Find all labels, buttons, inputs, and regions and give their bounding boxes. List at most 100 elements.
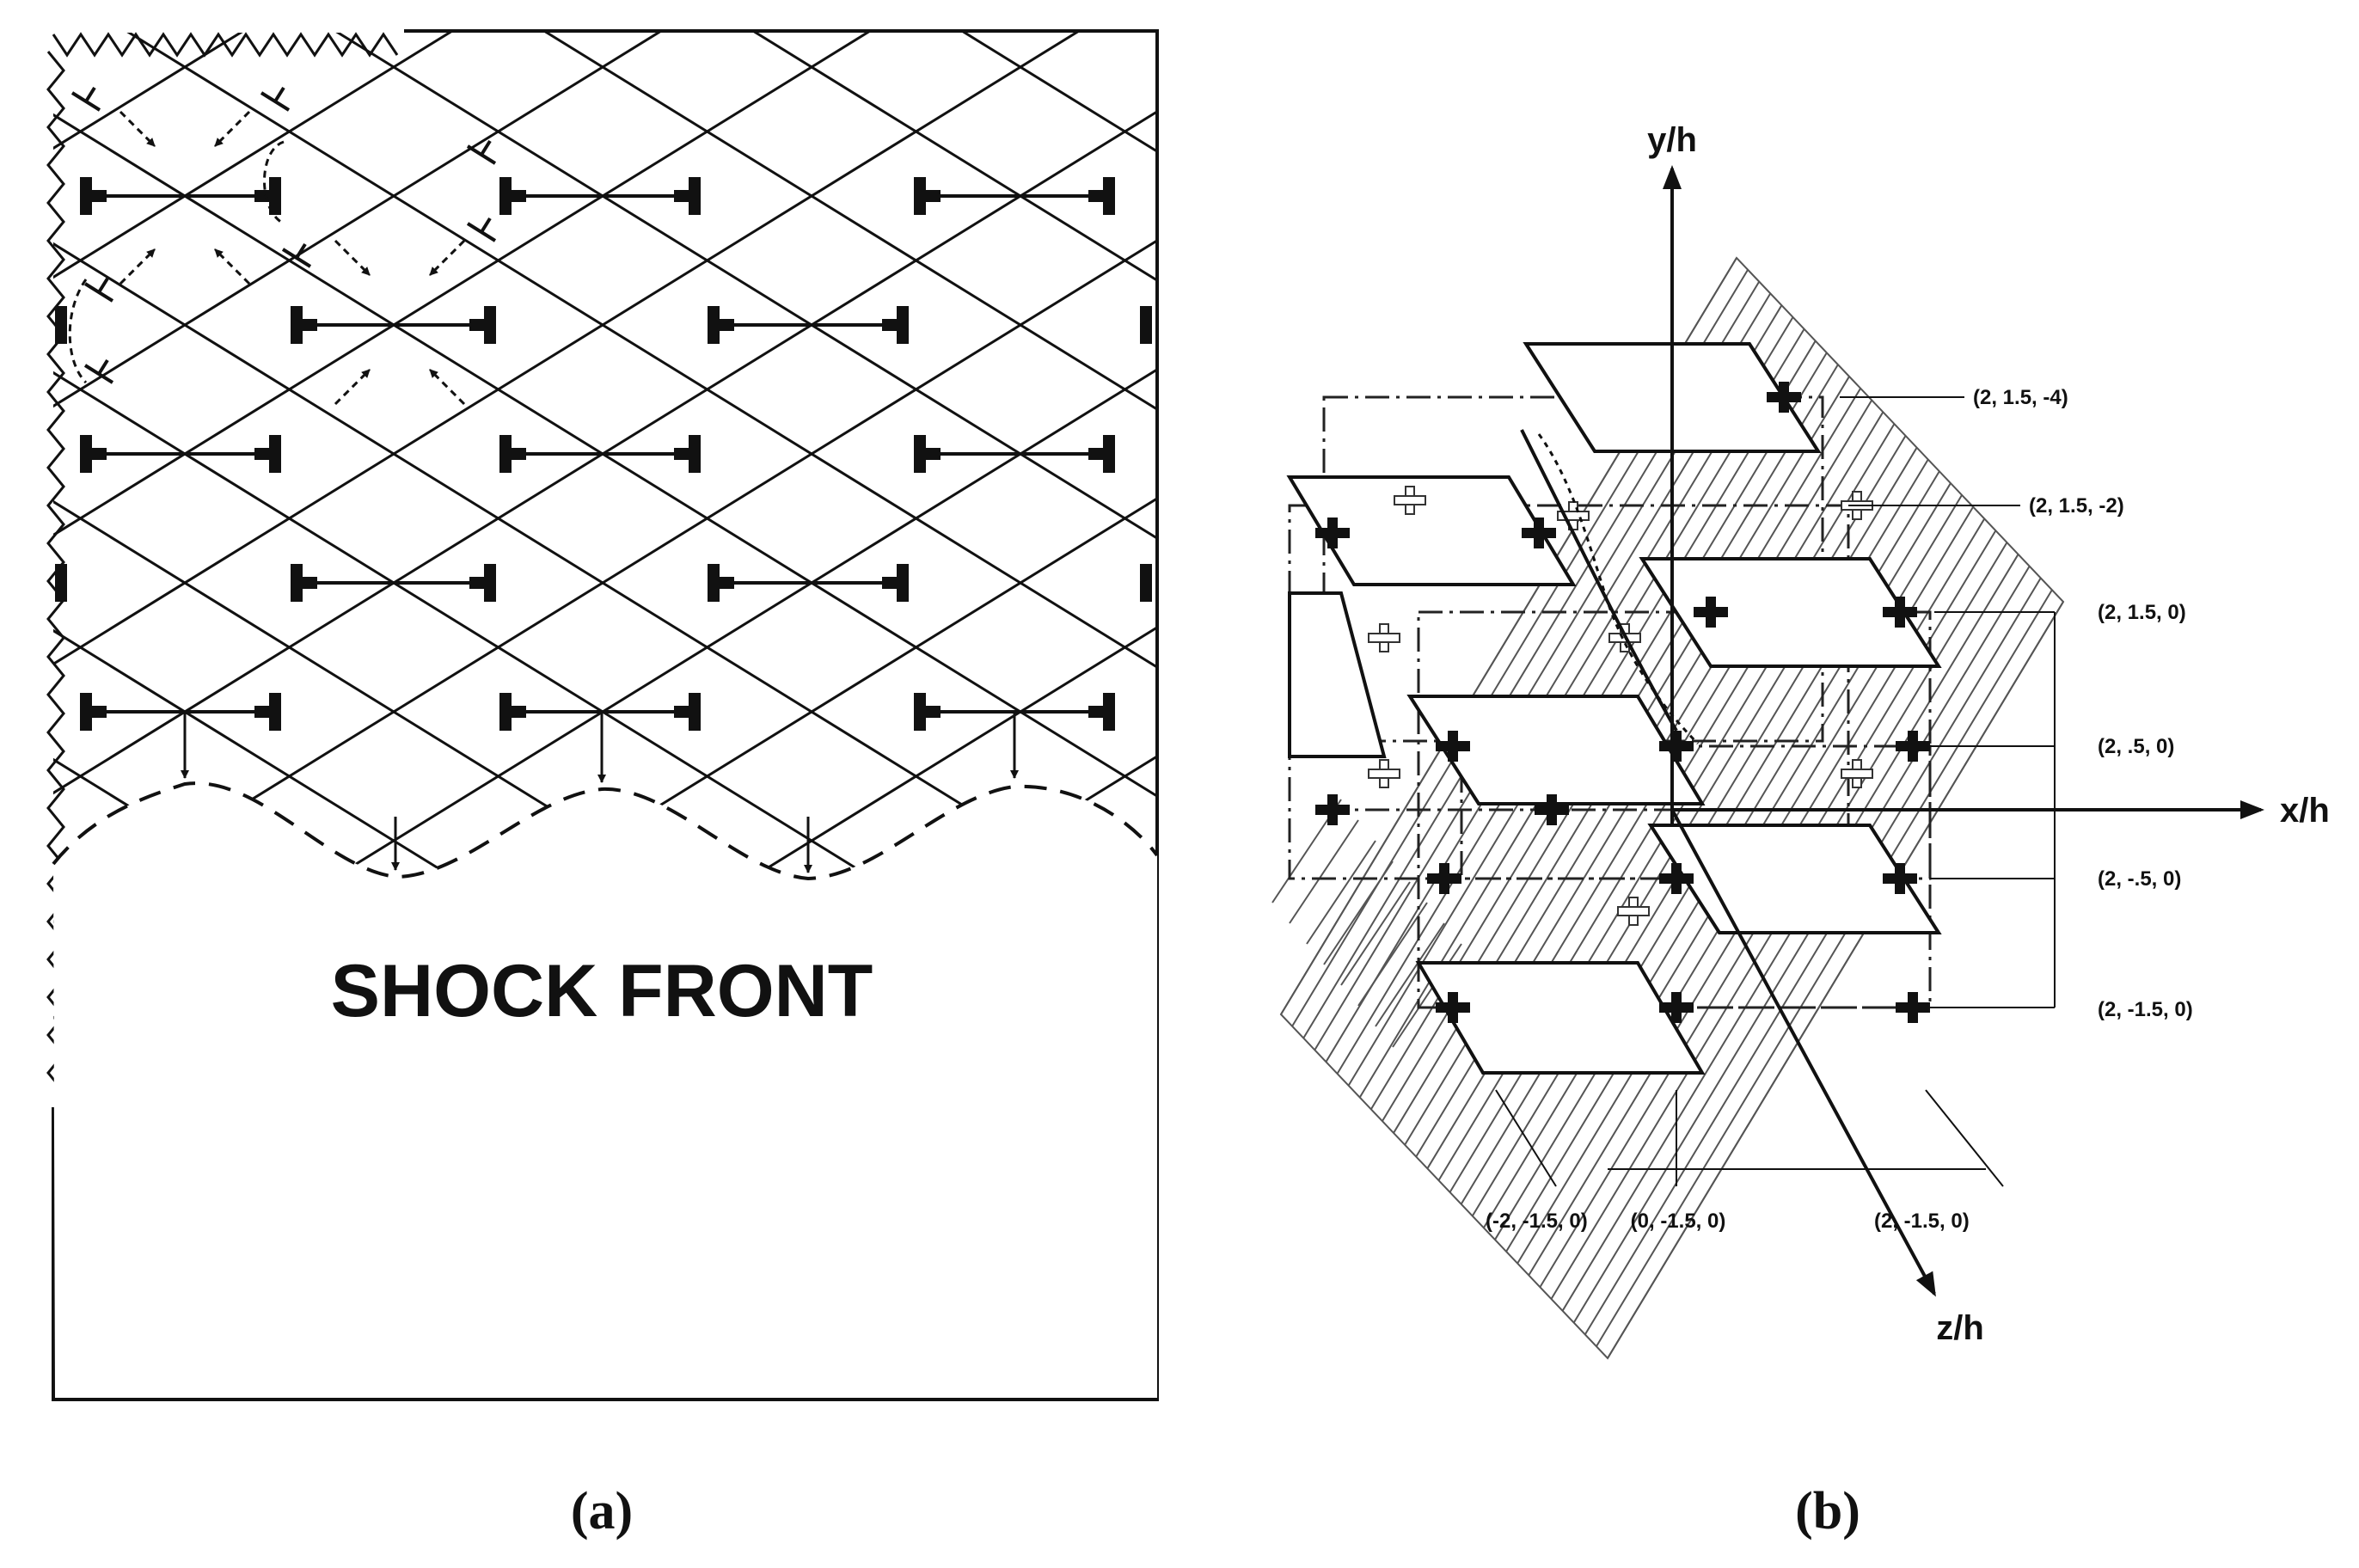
y-axis-label: y/h	[1647, 121, 1697, 159]
dislocation-symbol-3d	[1522, 518, 1556, 548]
migrating-tee-stem	[480, 139, 492, 156]
dislocation-stem	[1368, 633, 1400, 643]
dislocation-stem	[882, 577, 903, 589]
coord-label-9: (2, -1.5, 0)	[1874, 1210, 1970, 1233]
dislocation-stem	[1394, 495, 1426, 505]
coord-label-4: (2, .5, 0)	[2098, 735, 2174, 758]
dislocation-stem	[297, 577, 317, 589]
migration-arrow	[213, 248, 251, 285]
coord-label-5: (2, -.5, 0)	[2098, 867, 2181, 891]
dislocation-symbol-3d	[1535, 794, 1569, 825]
panel-b-3d-dislocation-array: y/h x/h z/h (2, 1.5, -4) (2, 1.5, -2) (2…	[1271, 121, 2330, 1360]
curved-migration	[263, 140, 285, 225]
dislocation-symbol	[291, 564, 317, 602]
dislocation-stem	[506, 190, 526, 202]
dislocation-stem	[86, 190, 107, 202]
dislocation-stem	[297, 319, 317, 331]
dislocation-symbol	[80, 177, 107, 215]
dislocation-stem	[674, 190, 695, 202]
dislocation-symbol	[674, 435, 701, 473]
dislocation-symbol-3d	[1436, 731, 1470, 762]
migrating-tee-stem	[97, 358, 109, 376]
slip-plane	[1288, 591, 1387, 758]
slab-hatch	[1323, 861, 1394, 965]
dislocation-stem	[1896, 1002, 1930, 1013]
dislocation-symbol-3d	[1427, 863, 1461, 894]
dislocation-symbol-3d	[1315, 518, 1350, 548]
dislocation-symbol-3d	[1436, 992, 1470, 1023]
dislocation-stem	[1841, 769, 1873, 779]
curved-dislocation-line-2	[1537, 433, 1700, 745]
dislocation-symbol-3d	[1896, 992, 1930, 1023]
dislocation-stem	[1315, 805, 1350, 815]
hollow-dislocation-symbol	[1617, 897, 1650, 926]
slab-hatch	[1306, 840, 1376, 945]
dislocation-stem	[1883, 873, 1917, 884]
migrating-tee-stem	[295, 242, 307, 260]
dislocation-symbol-3d	[1883, 863, 1917, 894]
dislocation-symbol	[499, 693, 526, 731]
dislocation-stem	[469, 319, 490, 331]
dislocation-dipoles	[55, 177, 1152, 731]
migrating-tee-stem	[273, 86, 285, 103]
dislocation-stem	[920, 448, 941, 460]
dislocation-stem	[1557, 511, 1590, 521]
lattice-line	[53, 238, 1158, 924]
dislocation-stem	[1436, 741, 1470, 751]
dislocation-stem	[1659, 741, 1694, 751]
curved-migration	[68, 279, 88, 384]
dislocation-symbol	[914, 693, 941, 731]
hollow-dislocation-symbol	[1841, 759, 1873, 788]
dislocation-symbol-3d	[1315, 794, 1350, 825]
dislocation-stem	[506, 706, 526, 718]
dislocation-symbol-3d	[1896, 731, 1930, 762]
lattice-line	[689, 754, 1158, 1046]
dislocation-stem	[714, 577, 734, 589]
dislocation-stem	[506, 448, 526, 460]
dislocation-stem	[1088, 448, 1109, 460]
dislocation-stem	[920, 706, 941, 718]
migration-arrow	[428, 239, 466, 277]
dislocation-stem	[1767, 392, 1801, 402]
dislocation-symbol	[80, 693, 107, 731]
lattice-line	[62, 367, 1158, 1046]
lattice-line	[271, 496, 1158, 1046]
lattice-line	[480, 625, 1158, 1046]
coord-label-7: (-2, -1.5, 0)	[1486, 1210, 1588, 1233]
slip-plane	[1286, 475, 1577, 586]
dislocation-symbol	[469, 564, 496, 602]
panel-a-shock-front-diagram: SHOCK FRONT	[46, 29, 1159, 1401]
dislocation-stem	[1522, 528, 1556, 538]
slip-plane	[1406, 695, 1706, 805]
dislocation-stem	[882, 319, 903, 331]
lattice-line	[53, 757, 517, 1046]
z-axis-label: z/h	[1936, 1309, 1984, 1347]
edge-dislocation	[55, 306, 67, 344]
slab-hatch	[1340, 881, 1411, 986]
lattice-mask	[53, 783, 1157, 1398]
z-axis	[1670, 809, 1936, 1297]
shock-wavefront	[52, 781, 1159, 881]
coord-label-1: (2, 1.5, -4)	[1973, 386, 2068, 409]
slab-hatch	[1375, 922, 1445, 1027]
dislocation-stem	[1883, 607, 1917, 617]
dislocation-symbols-3d	[1315, 382, 1930, 1023]
lattice-line	[53, 242, 1158, 928]
dislocation-stem	[469, 577, 490, 589]
coord-label-8: (0, -1.5, 0)	[1631, 1210, 1726, 1233]
label-leader-lines	[1495, 396, 2056, 1187]
shock-front-label: SHOCK FRONT	[331, 950, 873, 1032]
dislocation-stem	[86, 448, 107, 460]
dislocation-symbol-3d	[1659, 992, 1694, 1023]
edge-dislocation	[1140, 306, 1152, 344]
slip-planes	[1286, 342, 1942, 1075]
dislocation-symbol	[674, 177, 701, 215]
slab-hatch	[1607, 601, 2064, 1359]
dislocation-stem	[920, 190, 941, 202]
slab-hatch	[1289, 819, 1359, 924]
dislocation-stem	[714, 319, 734, 331]
slip-plane	[1639, 557, 1942, 668]
dislocation-symbol-3d	[1883, 597, 1917, 628]
dislocation-symbol	[674, 693, 701, 731]
